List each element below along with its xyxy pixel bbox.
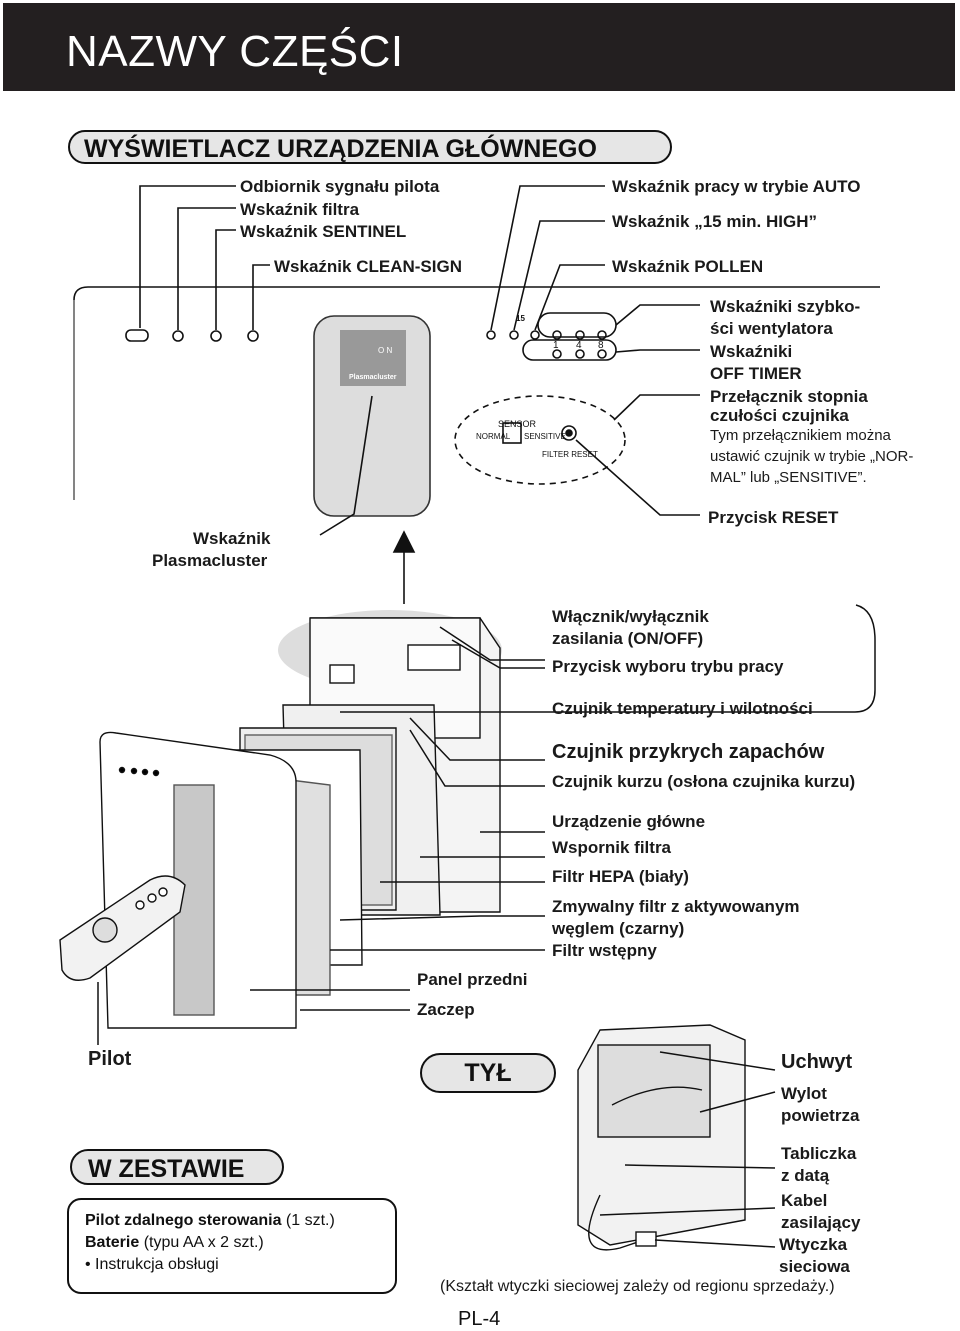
air-purifier-exploded — [59, 610, 502, 1029]
label-latch: Zaczep — [417, 1000, 475, 1019]
panel-filter-reset-text: FILTER RESET — [542, 450, 598, 459]
back-leaders — [599, 1051, 776, 1248]
label-temp-humidity: Czujnik temperatury i wilotności — [552, 699, 813, 718]
label-date-plate-1: Tabliczka — [781, 1144, 857, 1163]
label-hepa: Filtr HEPA (biały) — [552, 867, 689, 886]
label-sentinel-indicator: Wskaźnik SENTINEL — [240, 222, 407, 241]
label-sensor-switch-2: czułości czujnika — [710, 406, 849, 425]
label-sensor-switch-1: Przełącznik stopnia — [710, 387, 868, 406]
panel-1-text: 1 — [553, 340, 559, 351]
page-title: NAZWY CZĘŚCI — [66, 27, 404, 76]
label-power-1: Włącznik/wyłącznik — [552, 607, 709, 626]
note-plug-shape: (Kształt wtyczki sieciowej zależy od reg… — [440, 1278, 835, 1295]
label-plasmacluster-2: Plasmacluster — [152, 551, 268, 570]
included-box: Pilot zdalnego sterowania (1 szt.) Bater… — [67, 1198, 397, 1294]
label-main-unit: Urządzenie główne — [552, 812, 706, 831]
panel-on-text: O N — [378, 346, 393, 355]
label-auto: Wskaźnik pracy w trybie AUTO — [612, 177, 861, 196]
panel-plasmacluster-text: Plasmacluster — [349, 374, 397, 381]
label-outlet-1: Wylot — [781, 1084, 827, 1103]
label-fan-speed-2: ści wentylatora — [710, 319, 833, 338]
label-carbon-1: Zmywalny filtr z aktywowanym — [552, 897, 800, 916]
label-reset-button: Przycisk RESET — [708, 508, 839, 527]
label-front-panel: Panel przedni — [417, 970, 528, 989]
note-sensor-1: Tym przełącznikiem można — [710, 427, 891, 444]
panel-15-text: 15 — [516, 314, 525, 323]
back-view — [577, 1024, 746, 1251]
label-power-2: zasilania (ON/OFF) — [552, 629, 704, 648]
included-item-remote: Pilot zdalnego sterowania (1 szt.) — [85, 1212, 335, 1229]
panel-8-text: 8 — [598, 340, 604, 351]
note-sensor-2: ustawić czujnik w trybie „NOR- — [710, 448, 914, 465]
note-sensor-3: MAL” lub „SENSITIVE”. — [710, 469, 867, 486]
label-clean-sign: Wskaźnik CLEAN-SIGN — [274, 257, 462, 276]
label-carbon-2: węglem (czarny) — [552, 919, 685, 938]
display-panel — [73, 286, 880, 517]
page-header — [3, 3, 955, 91]
label-15min-high: Wskaźnik „15 min. HIGH” — [612, 212, 817, 231]
label-remote-receiver: Odbiornik sygnału pilota — [240, 177, 440, 196]
included-item-batteries: Baterie (typu AA x 2 szt.) — [85, 1234, 264, 1251]
label-cable-1: Kabel — [781, 1191, 828, 1210]
label-filter-indicator: Wskaźnik filtra — [240, 200, 360, 219]
label-timer-1: Wskaźniki — [710, 342, 793, 361]
label-plug-2: sieciowa — [779, 1257, 850, 1276]
panel-sensor-text: SENSOR — [498, 419, 537, 429]
panel-normal-text: NORMAL — [476, 432, 511, 441]
label-fan-speed-1: Wskaźniki szybko- — [710, 297, 861, 316]
label-outlet-2: powietrza — [781, 1106, 860, 1125]
included-item-manual: • Instrukcja obsługi — [85, 1256, 219, 1273]
label-pollen: Wskaźnik POLLEN — [612, 257, 764, 276]
section-display-title: WYŚWIETLACZ URZĄDZENIA GŁÓWNEGO — [68, 130, 672, 164]
panel-sensitive-text: SENSITIVE — [524, 432, 566, 441]
label-mode-button: Przycisk wyboru trybu pracy — [552, 657, 784, 676]
label-odor-sensor: Czujnik przykrych zapachów — [552, 741, 825, 763]
unit-leaders — [97, 604, 876, 1045]
label-plasmacluster-1: Wskaźnik — [193, 529, 271, 548]
label-filter-support: Wspornik filtra — [552, 838, 672, 857]
label-cable-2: zasilający — [781, 1213, 861, 1232]
label-timer-2: OFF TIMER — [710, 364, 802, 383]
back-title: TYŁ — [420, 1053, 556, 1093]
label-plug-1: Wtyczka — [779, 1235, 848, 1254]
page-number: PL-4 — [458, 1308, 501, 1330]
display-leaders — [139, 185, 700, 604]
panel-4-text: 4 — [576, 340, 582, 351]
label-prefilter: Filtr wstępny — [552, 941, 657, 960]
label-date-plate-2: z datą — [781, 1166, 830, 1185]
label-handle: Uchwyt — [781, 1051, 853, 1073]
label-dust-sensor: Czujnik kurzu (osłona czujnika kurzu) — [552, 772, 856, 791]
label-remote: Pilot — [88, 1048, 132, 1070]
included-title: W ZESTAWIE — [70, 1149, 284, 1185]
